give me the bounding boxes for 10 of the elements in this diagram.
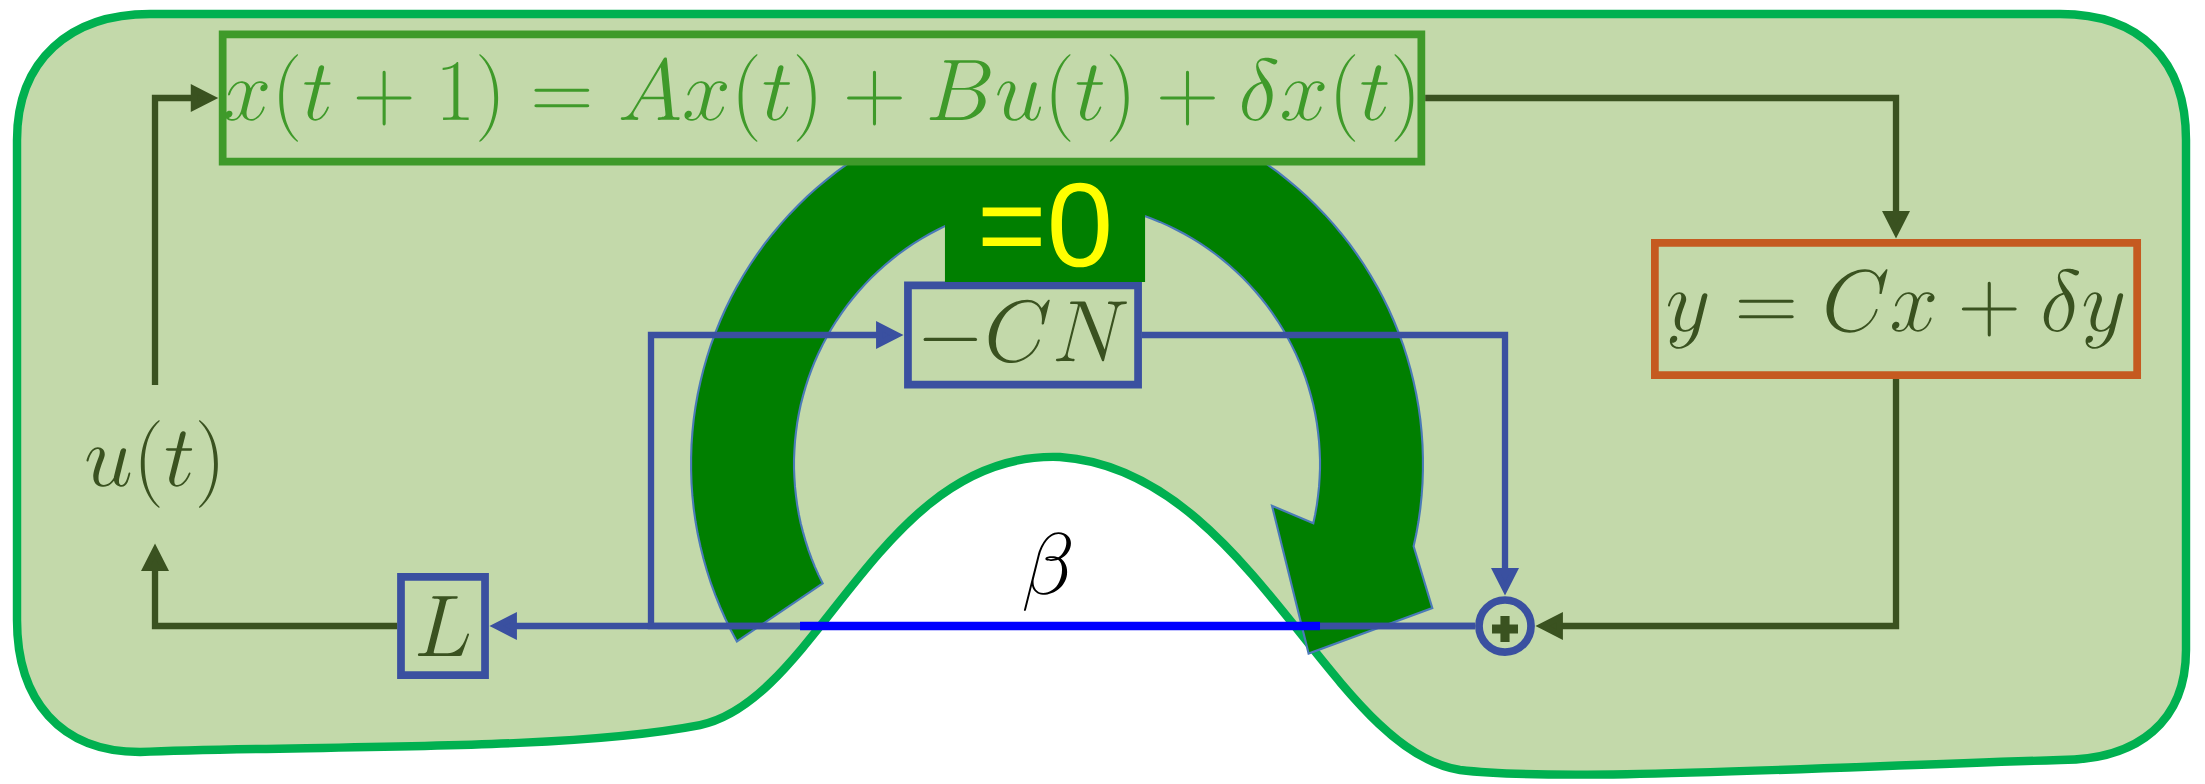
equation-box: $y = Cx + \delta y$ — [1651, 239, 2141, 379]
summing-junction — [1475, 596, 1535, 656]
gain-box: $-CN$ — [904, 281, 1142, 389]
gain-box: $L$ — [397, 573, 489, 679]
equation-box: $x(t+1) = Ax(t) + Bu(t) + \delta x(t)$ — [218, 30, 1426, 166]
label-text: $\beta$ — [1023, 532, 1071, 611]
node-label: =0 — [982, 182, 1109, 268]
arrow — [647, 321, 1476, 630]
signal-text: $u(t)$ — [86, 420, 218, 508]
label-box: =0 — [944, 167, 1146, 283]
